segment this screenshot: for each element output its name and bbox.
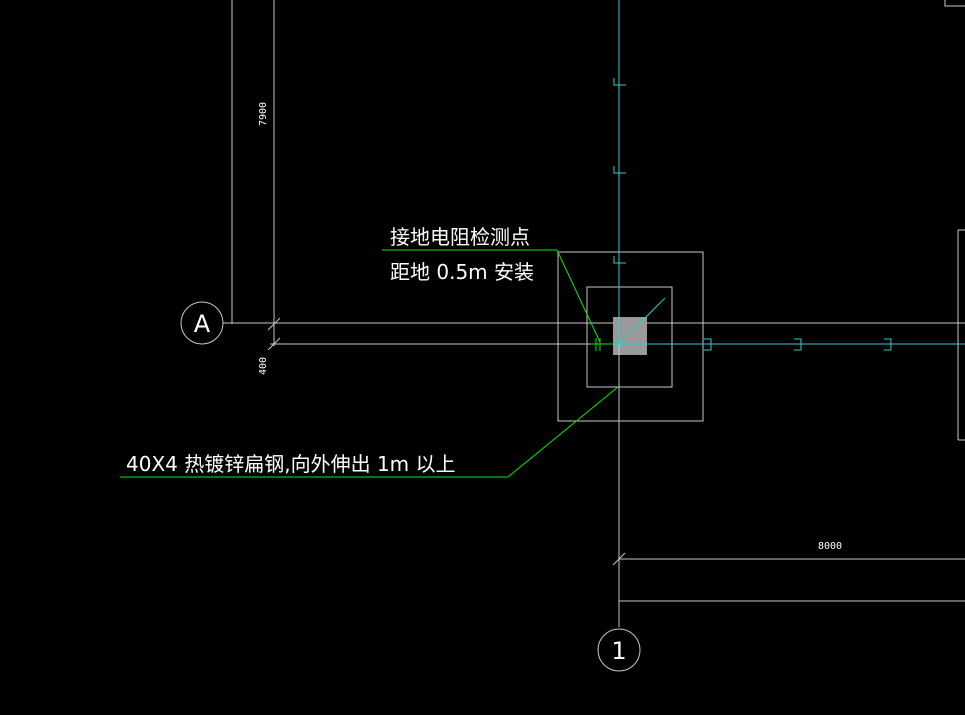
corner-fragment: [944, 0, 965, 7]
dim-text-horizontal: 8000: [818, 541, 842, 552]
cyan-clip-mark: [704, 338, 712, 351]
note-test-point-line1: 接地电阻检测点: [390, 225, 530, 249]
axis-1-label: 1: [611, 637, 626, 665]
cyan-clip-mark: [613, 256, 626, 264]
cyan-clip-mark: [613, 78, 626, 86]
column-block: [613, 317, 647, 355]
dim-text-vertical-lower: 400: [258, 357, 269, 375]
foundation-inner: [586, 286, 673, 388]
dim-tick: [267, 317, 281, 331]
cyan-clip-mark: [884, 338, 892, 351]
axis-1-bubble: [597, 628, 641, 672]
foundation-outer: [557, 251, 704, 422]
dim-tick: [612, 552, 626, 566]
dim-text-vertical-upper: 7900: [258, 102, 269, 126]
note-test-point-line2: 距地 0.5m 安装: [390, 260, 534, 284]
leader-flat-steel: [120, 386, 619, 478]
leader-test-point: [382, 249, 601, 343]
cyan-clip-mark: [613, 166, 626, 174]
axis-a-label: A: [194, 310, 211, 338]
cyan-diagonal: [618, 297, 666, 345]
cyan-clip-mark: [794, 338, 802, 351]
test-point-node: [615, 340, 623, 348]
note-flat-steel: 40X4 热镀锌扁钢,向外伸出 1m 以上: [126, 452, 456, 476]
